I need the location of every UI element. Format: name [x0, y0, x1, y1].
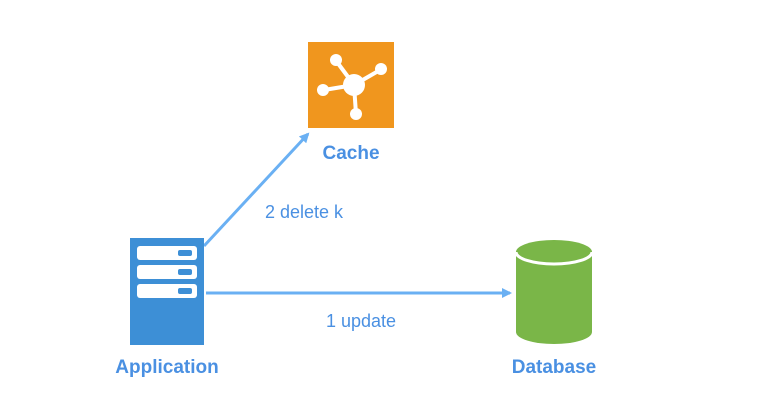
cache-node: Cache [308, 42, 394, 164]
edge-label-delete: 2 delete k [265, 202, 344, 222]
edge-label-update: 1 update [326, 311, 396, 331]
cache-label: Cache [322, 143, 379, 164]
database-cylinder-icon [514, 240, 594, 344]
application-label: Application [115, 357, 218, 378]
edge-app-to-database: 1 update [206, 288, 512, 331]
edge-app-to-cache: 2 delete k [202, 132, 344, 248]
database-node: Database [512, 240, 597, 378]
server-icon [130, 238, 204, 345]
edge-line [202, 132, 310, 248]
application-node: Application [115, 238, 219, 378]
cache-network-icon [308, 42, 394, 128]
database-label: Database [512, 357, 597, 378]
